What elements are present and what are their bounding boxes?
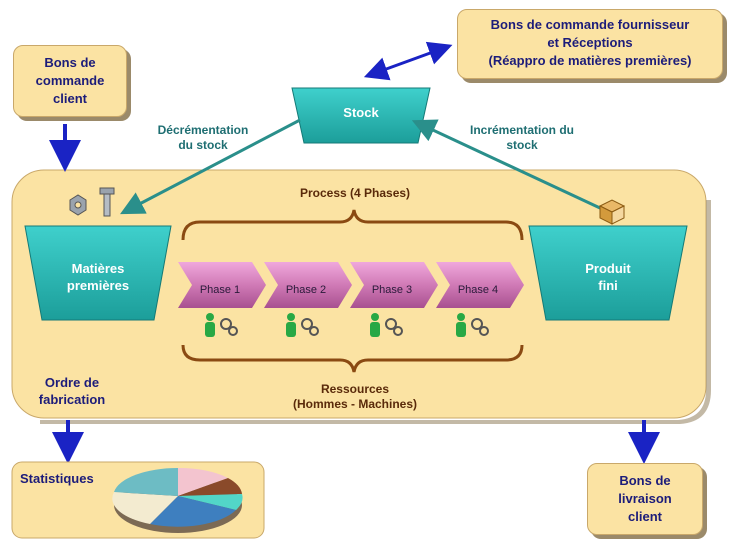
- phase-3-label: Phase 3: [371, 284, 413, 296]
- finished-product-line-2: fini: [598, 278, 618, 293]
- decrement-label: Décrémentation du stock: [148, 123, 258, 153]
- raw-materials-line-2: premières: [66, 278, 130, 293]
- resources-line-1: Ressources: [320, 382, 390, 396]
- client-orders-line-1: Bons de: [44, 55, 96, 70]
- phase-chevrons: [178, 262, 524, 308]
- increment-line-2: stock: [506, 138, 538, 152]
- work-order-line-2: fabrication: [38, 392, 106, 407]
- resources-brace: [181, 344, 524, 373]
- finished-product-line-1: Produit: [585, 261, 631, 276]
- stock-label: Stock: [343, 105, 379, 120]
- pie-chart-icon: [112, 467, 243, 533]
- resources-line-2: (Hommes - Machines): [292, 397, 418, 411]
- supplier-stock-arrow: [363, 41, 453, 81]
- person-icon: [205, 313, 466, 337]
- finished-product-funnel: [528, 225, 688, 321]
- raw-materials-line-1: Matières: [71, 261, 125, 276]
- phase-4-label: Phase 4: [457, 284, 499, 296]
- resources-label: Ressources (Hommes - Machines): [260, 382, 450, 412]
- gear-icon: [220, 318, 489, 336]
- work-order-label: Ordre de fabrication: [22, 374, 122, 408]
- delivery-box: Bons de livraison client: [587, 463, 703, 535]
- supplier-line-1: Bons de commande fournisseur: [490, 17, 690, 32]
- stock-funnel: [291, 87, 431, 144]
- decrement-line-1: Décrémentation: [157, 123, 249, 137]
- delivery-line-1: Bons de: [619, 473, 671, 488]
- finished-product-label: Produit fini: [550, 260, 666, 294]
- raw-materials-label: Matières premières: [40, 260, 156, 294]
- delivery-line-3: client: [628, 509, 662, 524]
- client-orders-box: Bons de commande client: [13, 45, 127, 117]
- decrement-line-2: du stock: [178, 138, 228, 152]
- raw-materials-funnel: [24, 225, 172, 321]
- client-orders-line-2: commande: [35, 73, 105, 88]
- supplier-line-2: et Réceptions: [547, 35, 633, 50]
- delivery-line-2: livraison: [618, 491, 672, 506]
- phase-2-label: Phase 2: [285, 284, 327, 296]
- process-title: Process (4 Phases): [299, 186, 411, 200]
- package-icon: [598, 199, 626, 225]
- increment-arrow: [411, 119, 601, 210]
- nut-bolt-icon: [69, 187, 115, 217]
- increment-line-1: Incrémentation du: [469, 123, 574, 137]
- statistics-label: Statistiques: [20, 471, 94, 486]
- supplier-line-3: (Réappro de matières premières): [488, 53, 692, 68]
- supplier-orders-box: Bons de commande fournisseur et Réceptio…: [457, 9, 723, 79]
- client-orders-line-3: client: [53, 91, 87, 106]
- process-brace: [181, 209, 524, 241]
- work-order-line-1: Ordre de: [44, 375, 100, 390]
- increment-label: Incrémentation du stock: [458, 123, 586, 153]
- phase-1-label: Phase 1: [199, 284, 241, 296]
- decrement-arrow: [120, 118, 301, 215]
